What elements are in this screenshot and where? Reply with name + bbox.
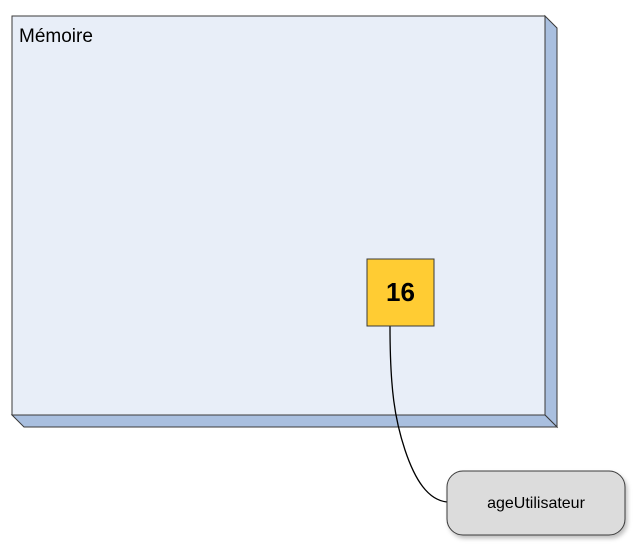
memory-block-bottom (10, 414, 559, 428)
memory-block-face (11, 15, 546, 416)
value-text: 16 (386, 277, 415, 307)
memory-block: Mémoire (10, 14, 559, 429)
value-cell: 16 (366, 258, 435, 327)
connector-line (389, 325, 448, 503)
memory-label: Mémoire (19, 26, 93, 47)
variable-name-pill: ageUtilisateur (446, 470, 626, 536)
value-cell-box (366, 258, 435, 327)
memory-block-side (544, 14, 558, 429)
variable-pill-box (446, 470, 626, 536)
variable-name-text: ageUtilisateur (487, 495, 586, 512)
